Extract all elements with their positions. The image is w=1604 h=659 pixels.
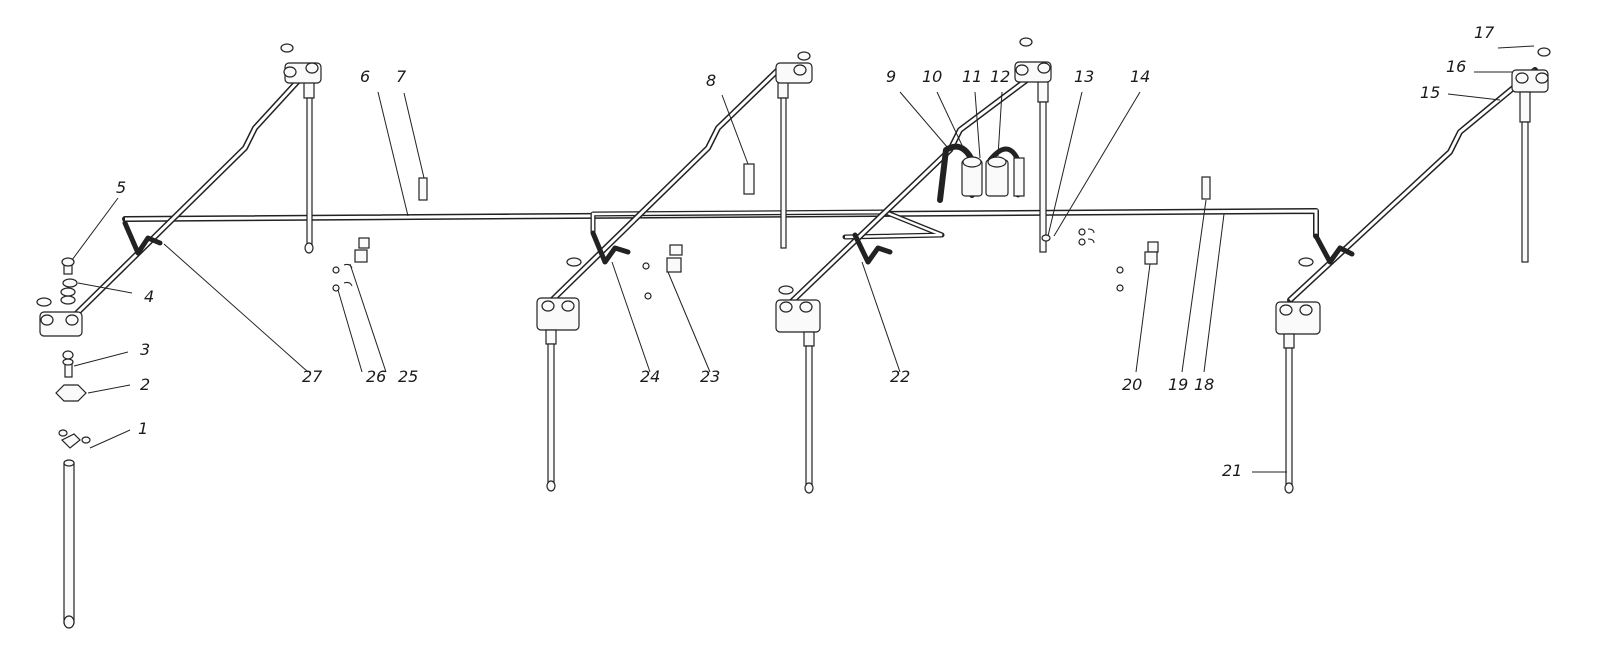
callout-22: 22	[890, 367, 910, 386]
callout-13: 13	[1074, 67, 1094, 86]
callout-23: 23	[700, 367, 720, 386]
callout-20: 20	[1122, 375, 1142, 394]
callout-10: 10	[922, 67, 942, 86]
callout-27: 27	[302, 367, 323, 386]
callout-8: 8	[706, 71, 716, 90]
callout-16: 16	[1446, 57, 1466, 76]
callout-19: 19	[1168, 375, 1188, 394]
callout-labels: 1 2 3 4 5 6 7 8 9 10 11 12 13 14 15 16 1…	[116, 23, 1495, 480]
callout-15: 15	[1420, 83, 1440, 102]
callout-4: 4	[144, 287, 154, 306]
callout-7: 7	[396, 67, 407, 86]
main-distribution-pipe	[122, 208, 1319, 240]
callout-12: 12	[990, 67, 1010, 86]
callout-3: 3	[140, 340, 150, 359]
leader-lines	[71, 45, 1535, 473]
callout-25: 25	[398, 367, 418, 386]
callout-6: 6	[360, 67, 370, 86]
callout-24: 24	[640, 367, 660, 386]
nozzle-arm-section-4	[1275, 47, 1551, 494]
callout-14: 14	[1130, 67, 1150, 86]
callout-9: 9	[886, 67, 896, 86]
nozzle-arm-section-2	[536, 51, 813, 492]
callout-1: 1	[138, 419, 148, 438]
nozzle-arm-section-1	[36, 43, 428, 629]
callout-2: 2	[140, 375, 150, 394]
callout-26: 26	[366, 367, 386, 386]
callout-17: 17	[1474, 23, 1495, 42]
callout-11: 11	[962, 67, 982, 86]
nozzle-arm-section-3	[775, 37, 1211, 494]
callout-18: 18	[1194, 375, 1214, 394]
callout-5: 5	[116, 178, 126, 197]
callout-21: 21	[1222, 461, 1242, 480]
